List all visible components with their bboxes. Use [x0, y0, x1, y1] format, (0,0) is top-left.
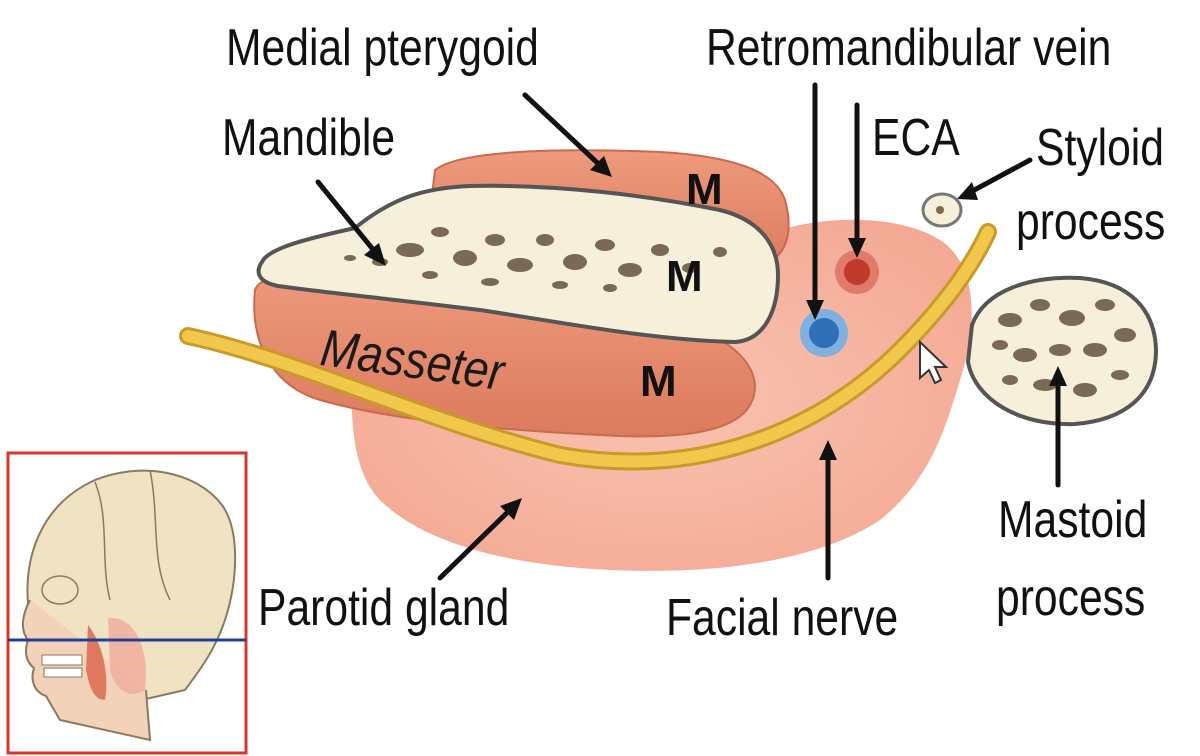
- label-facial-nerve: Facial nerve: [666, 592, 898, 644]
- label-parotid-gland: Parotid gland: [258, 582, 509, 634]
- eca-lumen: [844, 259, 870, 285]
- marker-m-medial-pterygoid: M: [686, 168, 723, 212]
- marker-m-masseter: M: [640, 360, 677, 404]
- label-mastoid-line2: process: [996, 572, 1145, 624]
- inset-head-diagram: [8, 453, 246, 753]
- label-medial-pterygoid: Medial pterygoid: [226, 22, 539, 74]
- label-mastoid-line1: Mastoid: [998, 494, 1147, 546]
- label-mandible: Mandible: [222, 112, 395, 164]
- vein-lumen: [809, 318, 839, 348]
- label-retromandibular-vein: Retromandibular vein: [706, 22, 1111, 74]
- label-styloid-line1: Styloid: [1036, 122, 1164, 174]
- label-styloid-line2: process: [1016, 196, 1165, 248]
- styloid-dot: [936, 206, 944, 214]
- marker-m-mandible: M: [666, 255, 703, 299]
- label-eca: ECA: [872, 112, 960, 164]
